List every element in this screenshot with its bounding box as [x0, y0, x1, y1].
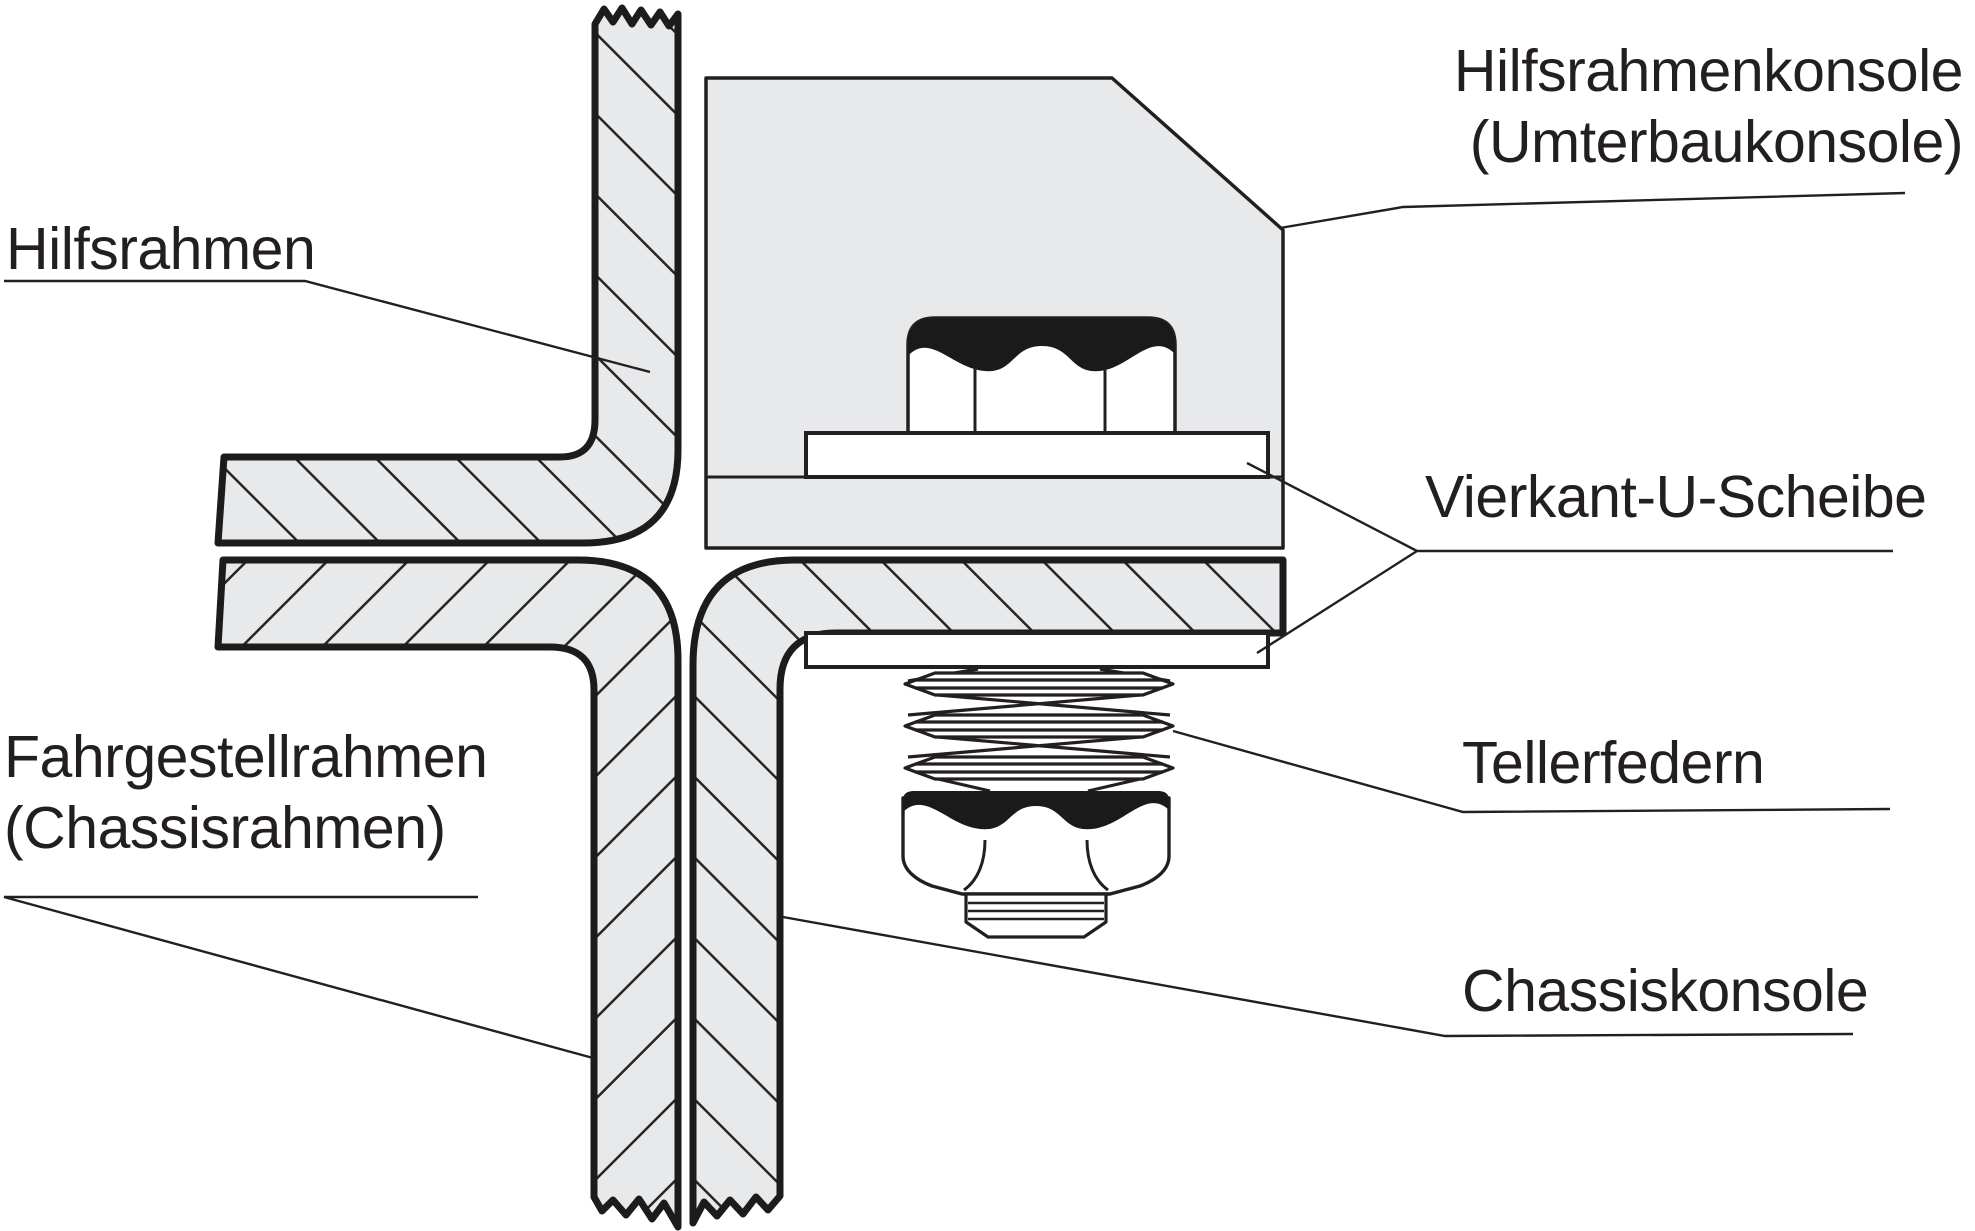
leader-vierkant-u-scheibe: [1246, 461, 1893, 655]
leader-hilfsrahmen: [4, 279, 651, 374]
bolt-head: [906, 316, 1177, 436]
label-fahrgestellrahmen-line1: Fahrgestellrahmen: [4, 724, 488, 790]
vierkant-u-scheibe-upper: [804, 431, 1270, 479]
leader-tellerfedern: [1172, 729, 1891, 814]
label-hilfsrahmenkonsole: Hilfsrahmenkonsole (Umterbaukonsole): [1453, 36, 1964, 178]
label-fahrgestellrahmen: Fahrgestellrahmen (Chassisrahmen): [4, 722, 488, 864]
label-chassiskonsole: Chassiskonsole: [1462, 958, 1869, 1024]
leader-fahrgestellrahmen: [3, 895, 594, 1060]
tellerfedern-stack: [903, 667, 1175, 793]
leader-chassiskonsole: [782, 915, 1854, 1038]
hilfsrahmen-member: [214, 4, 682, 547]
bolt-thread-stub: [964, 892, 1108, 939]
vierkant-u-scheibe-lower: [804, 631, 1270, 669]
label-hilfsrahmenkonsole-line2: (Umterbaukonsole): [1469, 108, 1964, 175]
hex-nut: [901, 791, 1171, 896]
fahrgestellrahmen-member: [214, 556, 682, 1231]
label-fahrgestellrahmen-line2: (Chassisrahmen): [4, 794, 446, 861]
label-vierkant-u-scheibe: Vierkant-U-Scheibe: [1425, 464, 1927, 530]
label-tellerfedern: Tellerfedern: [1462, 730, 1765, 796]
label-hilfsrahmenkonsole-line1: Hilfsrahmenkonsole: [1453, 38, 1964, 104]
leader-hilfsrahmenkonsole: [1279, 191, 1906, 230]
label-hilfsrahmen: Hilfsrahmen: [6, 216, 316, 282]
